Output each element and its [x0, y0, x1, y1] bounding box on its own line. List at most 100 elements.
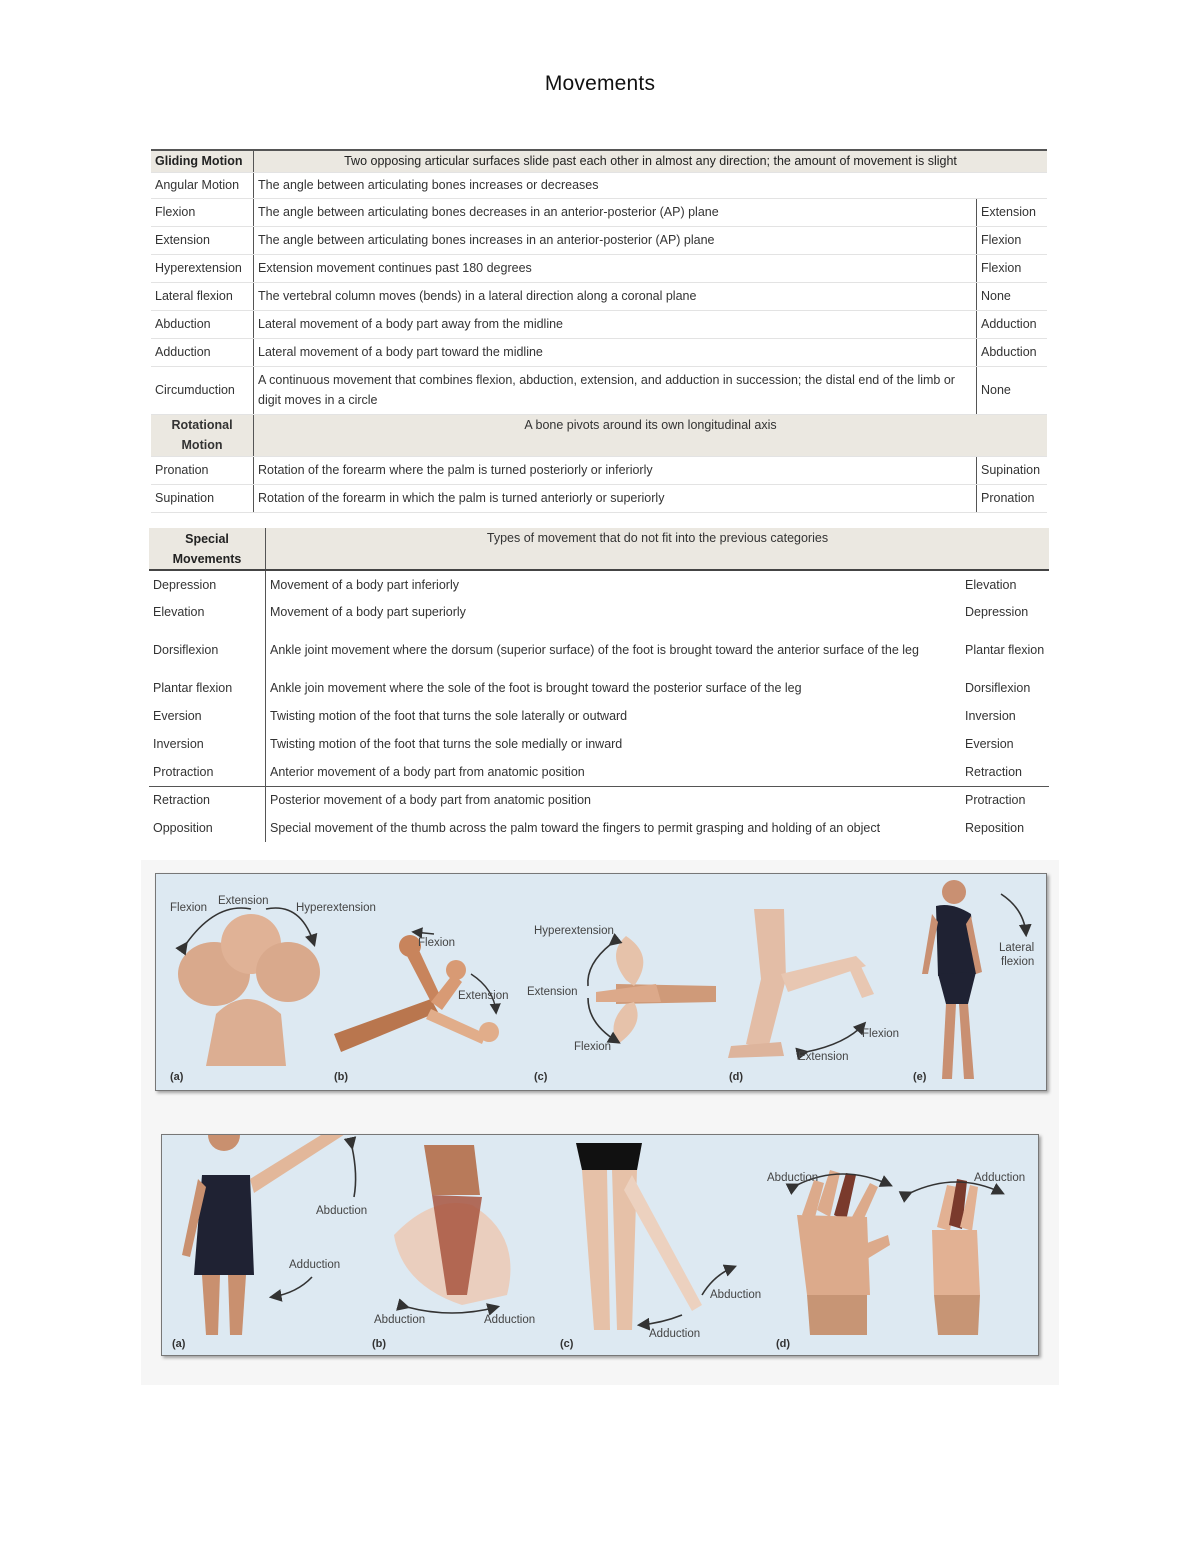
row-description: A bone pivots around its own longitudina… — [253, 414, 1047, 457]
row-description: Twisting motion of the foot that turns t… — [270, 737, 623, 751]
header-description: Types of movement that do not fit into t… — [265, 528, 1049, 570]
table-row: Retraction Posterior movement of a body … — [149, 785, 1049, 814]
row-description: Ankle join movement where the sole of th… — [270, 681, 802, 695]
label-adduction-a: Adduction — [289, 1259, 340, 1271]
table-row: Supination Rotation of the forearm in wh… — [151, 484, 1047, 513]
table-row: Abduction Lateral movement of a body par… — [151, 310, 1047, 339]
row-term: Depression — [149, 570, 266, 598]
subfig-label-a2: (a) — [172, 1338, 186, 1350]
subfig-label-c2: (c) — [560, 1338, 574, 1350]
row-opposite: None — [976, 282, 1047, 311]
row-description: Posterior movement of a body part from a… — [265, 785, 961, 814]
row-opposite: Protraction — [961, 785, 1049, 814]
table-row: Elevation Movement of a body part superi… — [149, 598, 1049, 626]
label-abduction-b: Abduction — [374, 1314, 425, 1326]
table-row: Eversion Twisting motion of the foot tha… — [149, 702, 1049, 730]
figure-abduction-adduction: Abduction Adduction (a) Abduction Adduct… — [161, 1134, 1039, 1356]
row-opposite: Dorsiflexion — [965, 681, 1031, 695]
hip-abduction-illustration — [576, 1143, 737, 1331]
special-movements-table: Special Movements Types of movement that… — [149, 528, 1049, 842]
label-hyperextension-a: Hyperextension — [296, 902, 376, 914]
subfig-label-b2: (b) — [372, 1338, 386, 1350]
table-row: Dorsiflexion Ankle joint movement where … — [149, 626, 1049, 674]
row-opposite: None — [976, 366, 1047, 415]
label-extension-c: Extension — [527, 986, 578, 998]
label-adduction-b: Adduction — [484, 1314, 535, 1326]
table-row: Adduction Lateral movement of a body par… — [151, 337, 1047, 367]
row-description: A continuous movement that combines flex… — [253, 366, 977, 415]
label-adduction-c: Adduction — [649, 1328, 700, 1340]
row-description: Ankle joint movement where the dorsum (s… — [270, 643, 919, 657]
row-description: Anterior movement of a body part from an… — [270, 764, 585, 779]
row-description: Lateral movement of a body part away fro… — [253, 310, 977, 339]
row-opposite: Flexion — [976, 225, 1047, 255]
table-row: Depression Movement of a body part infer… — [149, 570, 1049, 598]
label-adduction-d: Adduction — [974, 1172, 1025, 1184]
subfig-label-a: (a) — [170, 1071, 184, 1083]
table-row: Opposition Special movement of the thumb… — [149, 814, 1049, 842]
row-opposite: Adduction — [976, 310, 1047, 339]
label-abduction-c: Abduction — [710, 1289, 761, 1301]
row-term: Plantar flexion — [149, 674, 266, 702]
figure-angular-movements: Flexion Extension Hyperextension (a) Fle… — [155, 873, 1047, 1091]
movements-table-angular-rotational: Gliding Motion Two opposing articular su… — [151, 149, 1047, 513]
row-opposite: Reposition — [965, 821, 1025, 835]
row-description: The angle between articulating bones inc… — [253, 172, 1047, 199]
row-description: Extension movement continues past 180 de… — [253, 254, 977, 283]
row-term: Opposition — [149, 814, 266, 842]
row-opposite: Supination — [976, 456, 1047, 485]
row-term: Extension — [151, 225, 254, 255]
row-description: Twisting motion of the foot that turns t… — [270, 709, 628, 723]
table-row: Extension The angle between articulating… — [151, 225, 1047, 255]
row-description: The vertebral column moves (bends) in a … — [253, 282, 977, 311]
subfig-label-d: (d) — [729, 1071, 743, 1083]
table-row: Protraction Anterior movement of a body … — [149, 758, 1049, 786]
row-term: Pronation — [151, 456, 254, 485]
finger-abduction-illustration — [785, 1170, 1005, 1335]
shoulder-abduction-illustration — [182, 1135, 357, 1335]
label-flexion-d: Flexion — [862, 1028, 899, 1040]
label-lateral-flexion-line2: flexion — [1001, 956, 1034, 968]
row-term: Rotational Motion — [151, 414, 254, 457]
subfig-label-e: (e) — [913, 1071, 927, 1083]
table-section-row-rotational: Rotational Motion A bone pivots around i… — [151, 414, 1047, 457]
knee-movement-illustration — [728, 909, 874, 1061]
table-header-row: Gliding Motion Two opposing articular su… — [151, 150, 1047, 173]
row-term: Angular Motion — [151, 172, 254, 199]
label-abduction-d: Abduction — [767, 1172, 818, 1184]
row-term: Hyperextension — [151, 254, 254, 283]
row-opposite: Plantar flexion — [965, 643, 1045, 657]
label-flexion-a: Flexion — [170, 902, 207, 914]
row-opposite: Pronation — [976, 484, 1047, 513]
row-description: Movement of a body part superiorly — [270, 605, 466, 619]
wrist-abduction-illustration — [394, 1145, 511, 1316]
row-term: Flexion — [151, 197, 254, 227]
row-description: Rotation of the forearm where the palm i… — [253, 456, 977, 485]
row-description: Special movement of the thumb across the… — [270, 821, 881, 835]
row-term: Eversion — [149, 702, 266, 730]
row-opposite: Depression — [965, 605, 1029, 619]
row-term: Lateral flexion — [151, 282, 254, 311]
row-opposite: Extension — [976, 197, 1047, 227]
header-description: Two opposing articular surfaces slide pa… — [253, 150, 1047, 173]
page-title: Movements — [544, 72, 656, 95]
subfig-label-d2: (d) — [776, 1338, 790, 1350]
wrist-movement-illustration — [587, 933, 716, 1044]
elbow-movement-illustration — [334, 927, 501, 1052]
row-description: Lateral movement of a body part toward t… — [253, 337, 977, 367]
row-term: Supination — [151, 484, 254, 513]
header-term: Special Movements — [149, 528, 266, 570]
row-term: Retraction — [149, 785, 266, 814]
row-opposite: Elevation — [965, 577, 1017, 592]
row-term: Inversion — [149, 730, 266, 758]
row-term: Elevation — [149, 598, 266, 626]
lateral-flexion-illustration — [922, 880, 1032, 1079]
row-description: The angle between articulating bones dec… — [253, 197, 977, 227]
table-row: Pronation Rotation of the forearm where … — [151, 456, 1047, 485]
label-extension-b: Extension — [458, 990, 509, 1002]
row-opposite: Flexion — [976, 254, 1047, 283]
label-extension-a: Extension — [218, 895, 269, 907]
table-row: Lateral flexion The vertebral column mov… — [151, 282, 1047, 311]
table-row: Circumduction A continuous movement that… — [151, 366, 1047, 415]
row-opposite: Inversion — [965, 709, 1016, 723]
